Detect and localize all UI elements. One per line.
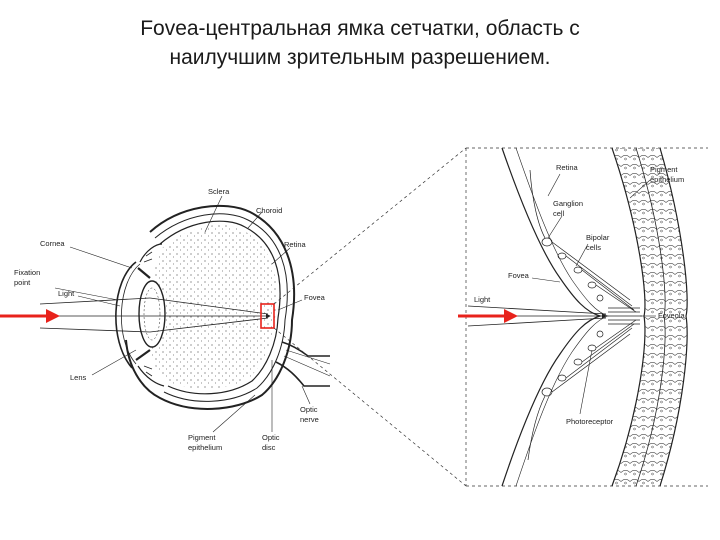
light-rays-eye: [30, 297, 271, 333]
label-cornea: Cornea: [40, 239, 65, 248]
label-ganglion-2: cell: [553, 209, 565, 218]
label-bipolar-2: cells: [586, 243, 601, 252]
label-optic-nerve-2: nerve: [300, 415, 319, 424]
label-light-eye: Light: [58, 289, 75, 298]
label-pigment-1: Pigment: [188, 433, 216, 442]
label-pigment-detail-1: Pigment: [650, 165, 678, 174]
label-retina-detail: Retina: [556, 163, 579, 172]
slide-title: Fovea-центральная ямка сетчатки, область…: [0, 14, 720, 72]
label-ganglion-1: Ganglion: [553, 199, 583, 208]
label-fixation-2: point: [14, 278, 31, 287]
label-choroid: Choroid: [256, 206, 282, 215]
fovea-highlight-box: [260, 303, 275, 329]
label-foveola: Foveola: [658, 311, 686, 320]
red-arrow-eye: [0, 309, 60, 323]
red-arrow-detail: [458, 309, 518, 323]
label-light-detail: Light: [474, 295, 491, 304]
detail-leader-lines: [531, 173, 656, 415]
label-sclera: Sclera: [208, 187, 230, 196]
label-bipolar-1: Bipolar: [586, 233, 610, 242]
eye-leader-lines: [54, 195, 311, 433]
title-line-2: наилучшим зрительным разрешением.: [169, 46, 551, 69]
eyeball: [115, 204, 331, 410]
retinal-neurons: [527, 169, 642, 461]
label-optic-disc-2: disc: [262, 443, 276, 452]
label-retina: Retina: [284, 240, 307, 249]
label-fovea-eye: Fovea: [304, 293, 326, 302]
label-pigment-2: epithelium: [188, 443, 222, 452]
label-lens: Lens: [70, 373, 87, 382]
label-fovea-detail: Fovea: [508, 271, 530, 280]
label-fixation-1: Fixation: [14, 268, 40, 277]
label-optic-nerve-1: Optic: [300, 405, 318, 414]
label-photoreceptor: Photoreceptor: [566, 417, 614, 426]
label-optic-disc-1: Optic: [262, 433, 280, 442]
label-pigment-detail-2: epithelium: [650, 175, 684, 184]
title-line-1: Fovea-центральная ямка сетчатки, область…: [140, 17, 580, 40]
